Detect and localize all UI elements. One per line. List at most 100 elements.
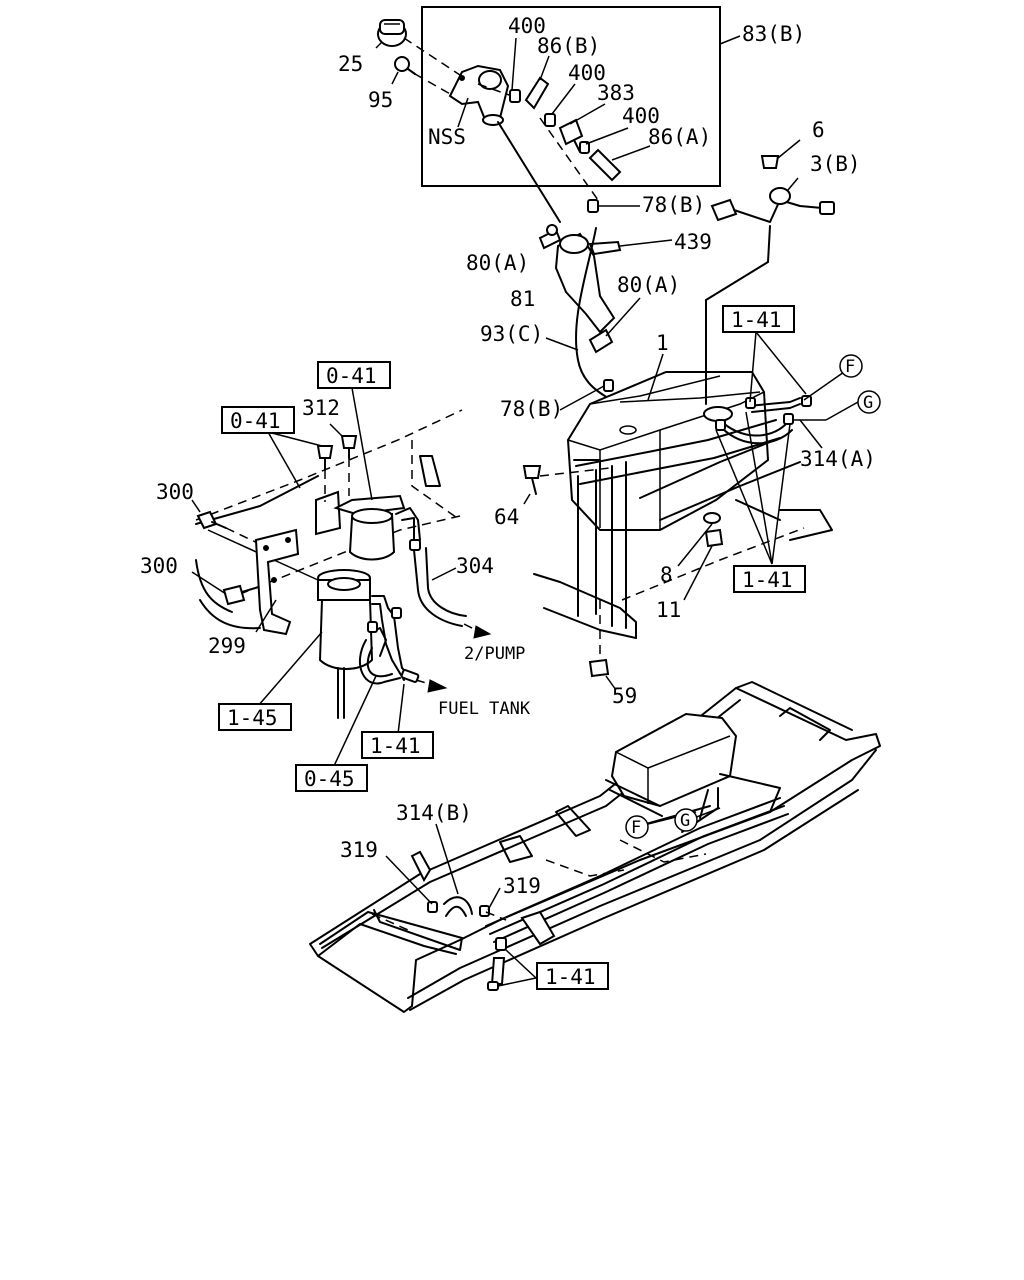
- fuel-tank-assembly: [497, 121, 859, 691]
- filler-hose-81: [554, 232, 616, 334]
- ref-box-1-45: 1-45: [218, 703, 292, 731]
- clamp-80a-left: [538, 224, 562, 250]
- ref-box-1-41-filter: 1-41: [361, 731, 434, 759]
- filler-neck-inset: [375, 6, 741, 201]
- valve-439: [588, 240, 622, 256]
- clip-78b-upper: [587, 199, 599, 213]
- callout-93c: 93(C): [480, 322, 543, 346]
- hose-86b: [524, 76, 550, 110]
- callout-300-top: 300: [156, 480, 194, 504]
- label-fuel-tank: FUEL TANK: [438, 699, 531, 719]
- svg-text:0-41: 0-41: [326, 364, 377, 388]
- nut-11: [704, 528, 724, 548]
- callout-80a-right: 80(A): [617, 273, 680, 297]
- callout-400-c: 400: [622, 104, 660, 128]
- clip-78b-mid: [603, 379, 614, 392]
- fuel-filter: [317, 569, 374, 719]
- connector-f-bottom: F: [625, 815, 649, 839]
- svg-text:0-45: 0-45: [304, 767, 355, 791]
- svg-text:1-41: 1-41: [731, 308, 782, 332]
- ref-box-1-41-right: 1-41: [733, 565, 806, 593]
- callout-6: 6: [812, 118, 825, 142]
- frame-rail-right: [533, 437, 833, 639]
- clips-1-41-bottom: [487, 937, 507, 991]
- callout-nss: NSS: [428, 125, 466, 149]
- callout-304: 304: [456, 554, 494, 578]
- callout-299: 299: [208, 634, 246, 658]
- nut-59: [588, 658, 610, 678]
- ref-box-1-41-top: 1-41: [722, 305, 795, 333]
- clip-400-c: [579, 141, 590, 154]
- callout-59: 59: [612, 684, 637, 708]
- svg-text:F: F: [845, 357, 855, 377]
- callout-8: 8: [660, 563, 673, 587]
- chassis-overview: [309, 681, 881, 1013]
- callout-1: 1: [656, 331, 669, 355]
- callout-78b-mid: 78(B): [500, 397, 563, 421]
- hose-314a: [715, 395, 812, 445]
- callout-383: 383: [597, 81, 635, 105]
- callout-319-left: 319: [340, 838, 378, 862]
- callout-86a: 86(A): [648, 125, 711, 149]
- callout-11: 11: [656, 598, 681, 622]
- filler-neck-pipe: [448, 64, 510, 126]
- bolt-312: [316, 435, 358, 471]
- connector-g-top: G: [857, 390, 881, 414]
- callout-80a-left: 80(A): [466, 251, 529, 275]
- hose-304: [413, 547, 467, 627]
- svg-text:G: G: [863, 393, 873, 413]
- bolt-300-mid: [222, 584, 263, 606]
- bolt-64: [522, 465, 542, 495]
- bolt-300-top: [196, 510, 227, 530]
- callout-78b-top: 78(B): [642, 193, 705, 217]
- water-separator: [348, 508, 396, 561]
- arrow-to-pump: [463, 623, 492, 639]
- inset-frame: [421, 6, 721, 187]
- callout-3b: 3(B): [810, 152, 861, 176]
- callout-86b: 86(B): [537, 34, 600, 58]
- callout-64: 64: [494, 505, 519, 529]
- svg-text:1-41: 1-41: [370, 734, 421, 758]
- ref-box-0-45: 0-45: [295, 764, 368, 792]
- callout-81: 81: [510, 287, 535, 311]
- svg-text:0-41: 0-41: [230, 409, 281, 433]
- fuel-cap-25: [377, 19, 407, 47]
- svg-text:G: G: [680, 811, 690, 831]
- svg-text:F: F: [631, 818, 641, 838]
- filter-bracket-299: [254, 528, 300, 636]
- callout-439: 439: [674, 230, 712, 254]
- callout-400-a: 400: [508, 14, 546, 38]
- connector-g-bottom: G: [674, 808, 698, 832]
- ref-box-0-41-lower: 0-41: [221, 406, 295, 434]
- fuel-tank-body: [566, 225, 781, 531]
- hose-314b: [427, 896, 490, 917]
- callout-314a: 314(A): [800, 447, 876, 471]
- fuel-sender-3b: [710, 187, 835, 223]
- tank-straps: [577, 461, 627, 660]
- callout-25: 25: [338, 52, 363, 76]
- svg-text:1-45: 1-45: [227, 706, 278, 730]
- callout-314b: 314(B): [396, 801, 472, 825]
- screw-6: [760, 155, 780, 169]
- callout-312: 312: [302, 396, 340, 420]
- ref-box-1-41-bottom: 1-41: [536, 962, 609, 990]
- callout-95: 95: [368, 88, 393, 112]
- washer-8: [703, 512, 721, 524]
- bolt-95: [394, 56, 416, 75]
- ref-box-0-41-upper: 0-41: [317, 361, 391, 389]
- callout-300-mid: 300: [140, 554, 178, 578]
- hose-86a: [588, 148, 622, 182]
- frame-rail-left: [195, 409, 463, 630]
- connector-f-top: F: [839, 354, 863, 378]
- clip-400-a: [509, 89, 521, 103]
- clip-400-b: [544, 113, 556, 127]
- callout-319-right: 319: [503, 874, 541, 898]
- svg-text:1-41: 1-41: [545, 965, 596, 989]
- fuel-filter-assembly: [191, 387, 492, 767]
- callout-400-b: 400: [568, 61, 606, 85]
- label-2-pump: 2/PUMP: [464, 644, 525, 664]
- svg-text:1-41: 1-41: [742, 568, 793, 592]
- valve-383: [558, 118, 584, 153]
- arrow-to-fuel-tank: [415, 679, 448, 693]
